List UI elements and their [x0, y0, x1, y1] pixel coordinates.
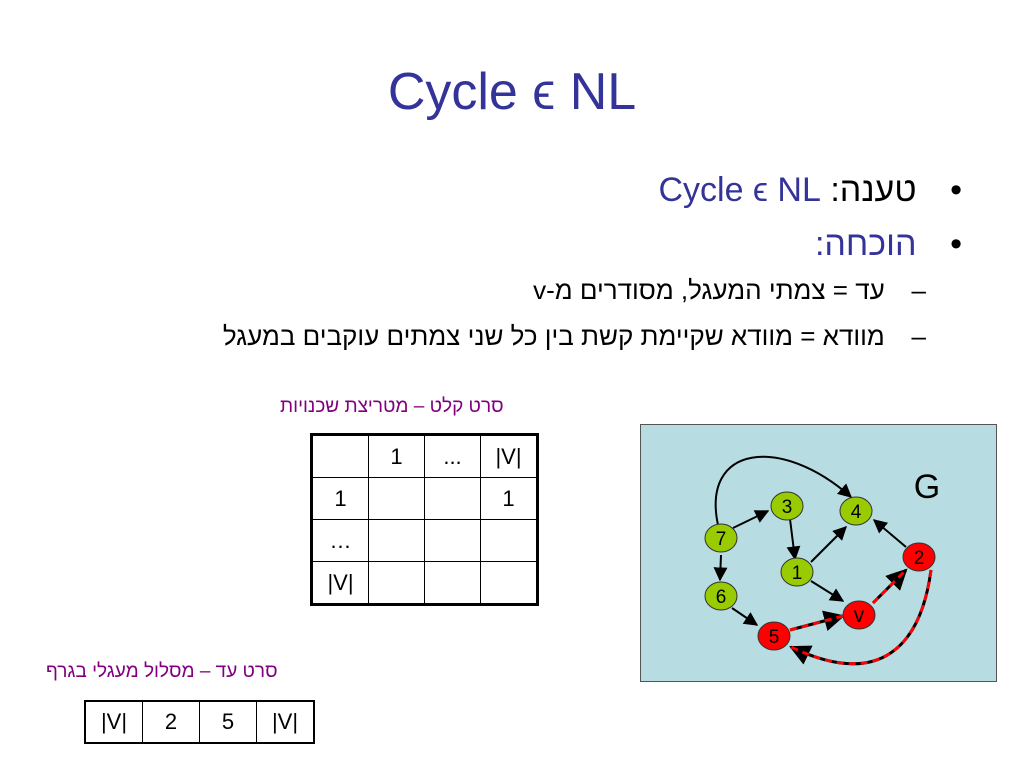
- matrix-cell: 1: [480, 477, 538, 520]
- matrix-row: …: [311, 519, 538, 562]
- bullet-marker: •: [950, 171, 962, 209]
- tape-cell: |V|: [256, 700, 315, 744]
- edge-6-5: [731, 607, 759, 626]
- matrix-cell: 1: [368, 434, 425, 478]
- tape-cell: 5: [199, 700, 257, 744]
- matrix-cell: [311, 434, 369, 478]
- sub-bullet-witness: – עד = צמתי המעגל, מסודרים מ-v: [62, 270, 926, 310]
- matrix-cell: |V|: [311, 561, 369, 605]
- path-caption: סרט עד – מסלול מעגלי בגרף: [46, 661, 278, 682]
- node-7: 7: [704, 523, 738, 553]
- node-2: 2: [902, 542, 936, 572]
- adjacency-matrix: 1 ... |V| 1 1 … |V|: [310, 433, 539, 606]
- matrix-row: |V|: [311, 561, 538, 605]
- graph-panel: 7 3 4 1 6 2 v 5 G: [640, 424, 997, 682]
- matrix-row: 1 ... |V|: [311, 434, 538, 478]
- edge-1-4: [810, 526, 847, 563]
- graph-diagram: 7 3 4 1 6 2 v 5 G: [704, 455, 940, 666]
- bullet-list: • טענה: Cycle ϵ NL • הוכחה: – עד = צמתי …: [62, 168, 962, 356]
- matrix-cell: [368, 519, 425, 562]
- node-v: v: [842, 600, 876, 630]
- matrix-cell: 1: [311, 477, 369, 520]
- tape-cell: |V|: [84, 700, 143, 744]
- matrix-cell: [368, 477, 425, 520]
- matrix-cell: [480, 519, 538, 562]
- bullet-marker: •: [950, 225, 962, 263]
- edge-1-v: [810, 580, 845, 602]
- tape-cell: 2: [142, 700, 200, 744]
- svg-text:6: 6: [716, 587, 727, 608]
- edge-3-1: [786, 518, 801, 561]
- matrix-cell: |V|: [480, 434, 538, 478]
- edge-2-4: [872, 519, 907, 548]
- matrix-cell: ...: [424, 434, 481, 478]
- matrix-cell: [424, 519, 481, 562]
- matrix-cell: …: [311, 519, 369, 562]
- verifier-text: מוודא = מוודא שקיימת קשת בין כל שני צמתי…: [222, 321, 885, 351]
- bullet-claim: • טענה: Cycle ϵ NL: [62, 168, 962, 212]
- svg-text:5: 5: [769, 627, 780, 648]
- graph-label: G: [914, 468, 940, 506]
- matrix-cell: [480, 561, 538, 605]
- node-1: 1: [780, 557, 814, 587]
- bullet-proof: • הוכחה:: [62, 222, 962, 266]
- node-3: 3: [770, 491, 804, 521]
- matrix-row: 1 1: [311, 477, 538, 520]
- svg-text:v: v: [854, 604, 865, 627]
- matrix-caption: סרט קלט – מטריצת שכנויות: [280, 396, 504, 417]
- node-4: 4: [839, 496, 873, 526]
- slide-title: Cycle ϵ NL: [387, 63, 637, 121]
- dash-marker: –: [911, 275, 926, 305]
- svg-text:7: 7: [716, 529, 727, 550]
- tape-row: |V| 2 5 |V|: [84, 700, 315, 744]
- edge-7-3: [732, 510, 770, 529]
- witness-tape: |V| 2 5 |V|: [84, 700, 315, 744]
- svg-text:1: 1: [792, 563, 803, 584]
- node-6: 6: [704, 581, 738, 611]
- matrix-cell: [368, 561, 425, 605]
- claim-value: Cycle ϵ NL: [658, 171, 821, 209]
- claim-label: טענה:: [820, 171, 917, 209]
- node-5: 5: [757, 621, 791, 651]
- witness-text: עד = צמתי המעגל, מסודרים מ-v: [533, 275, 885, 305]
- svg-text:2: 2: [914, 548, 925, 569]
- matrix-cell: [424, 477, 481, 520]
- edge-7-4: [714, 455, 853, 526]
- edge-7-6: [713, 554, 728, 582]
- svg-text:4: 4: [851, 502, 862, 523]
- proof-label: הוכחה:: [814, 225, 917, 263]
- sub-bullet-verifier: – מוודא = מוודא שקיימת קשת בין כל שני צמ…: [62, 316, 926, 356]
- dash-marker: –: [911, 321, 926, 351]
- svg-text:3: 3: [782, 497, 793, 518]
- matrix-cell: [424, 561, 481, 605]
